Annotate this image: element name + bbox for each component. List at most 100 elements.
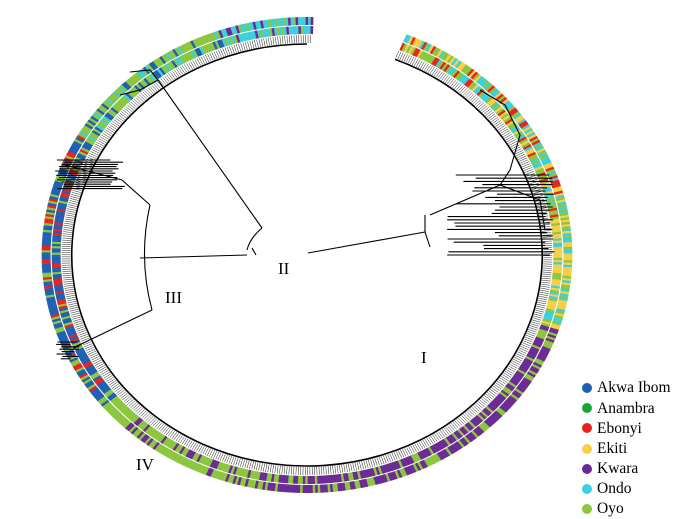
tip-tick bbox=[184, 64, 188, 71]
tip-tick bbox=[506, 136, 513, 140]
tip-tick bbox=[496, 383, 503, 388]
tip-tick bbox=[284, 466, 285, 474]
tip-tick bbox=[94, 146, 102, 150]
tip-tick bbox=[475, 404, 481, 410]
tip-tick bbox=[65, 289, 74, 290]
tip-tick bbox=[159, 424, 164, 430]
legend-label: Anambra bbox=[597, 401, 655, 417]
tip-tick bbox=[507, 138, 515, 142]
tip-tick bbox=[272, 465, 273, 473]
tip-tick bbox=[455, 421, 461, 427]
tip-tick bbox=[506, 369, 514, 373]
tip-tick bbox=[165, 76, 170, 83]
tip-tick bbox=[254, 40, 256, 48]
tip-tick bbox=[65, 221, 74, 222]
tip-tick bbox=[502, 374, 509, 379]
ring-segment bbox=[563, 247, 572, 250]
tip-tick bbox=[443, 75, 448, 82]
tip-tick bbox=[71, 313, 80, 315]
tip-tick bbox=[355, 463, 357, 471]
tip-tick bbox=[96, 363, 104, 367]
tip-tick bbox=[430, 67, 435, 74]
tip-tick bbox=[432, 435, 437, 442]
ring-segment bbox=[42, 259, 51, 262]
ring-segment bbox=[42, 261, 51, 264]
tip-tick bbox=[63, 279, 72, 280]
tip-tick bbox=[504, 373, 511, 377]
tip-tick bbox=[286, 466, 287, 474]
tip-tick bbox=[536, 308, 545, 310]
ring-segment bbox=[563, 254, 572, 256]
ring-segment bbox=[308, 26, 311, 34]
tip-tick bbox=[379, 457, 382, 465]
tip-tick bbox=[95, 362, 103, 366]
tip-tick bbox=[542, 230, 551, 231]
tip-tick bbox=[383, 456, 386, 464]
ring-segment bbox=[310, 485, 313, 493]
tip-tick bbox=[139, 95, 145, 101]
tip-tick bbox=[442, 429, 447, 436]
tip-tick bbox=[115, 387, 122, 392]
tip-tick bbox=[136, 98, 142, 104]
tip-tick bbox=[65, 291, 74, 292]
tip-tick bbox=[65, 217, 74, 218]
ring-segment bbox=[52, 255, 61, 257]
tip-tick bbox=[535, 312, 544, 314]
tip-tick bbox=[227, 47, 230, 55]
tip-tick bbox=[232, 46, 235, 54]
tip-tick bbox=[92, 150, 100, 154]
tip-tick bbox=[172, 71, 177, 78]
tree-branch bbox=[158, 80, 262, 228]
tip-tick bbox=[63, 234, 72, 235]
tip-tick bbox=[64, 223, 73, 224]
tip-tick bbox=[150, 86, 156, 92]
tip-tick bbox=[103, 133, 110, 137]
tip-tick bbox=[542, 276, 551, 277]
ring-segment bbox=[307, 485, 310, 493]
tip-tick bbox=[436, 70, 441, 77]
tip-tick bbox=[537, 304, 546, 306]
tip-tick bbox=[501, 129, 508, 134]
ring-segment bbox=[52, 261, 61, 264]
tip-tick bbox=[462, 415, 468, 421]
tip-tick bbox=[456, 419, 462, 425]
tip-tick bbox=[75, 325, 83, 328]
tip-tick bbox=[68, 301, 77, 303]
tip-tick bbox=[285, 36, 286, 44]
tip-tick bbox=[451, 423, 456, 429]
tip-tick bbox=[533, 318, 542, 320]
tip-tick bbox=[67, 209, 76, 211]
tip-tick bbox=[423, 440, 427, 447]
tip-tick bbox=[176, 434, 181, 441]
tip-tick bbox=[69, 200, 78, 202]
tip-tick bbox=[453, 422, 459, 428]
tip-tick bbox=[66, 293, 75, 294]
tree-branch bbox=[308, 232, 425, 253]
tip-tick bbox=[438, 72, 443, 79]
tip-tick bbox=[486, 394, 493, 399]
tip-tick bbox=[502, 131, 509, 136]
tree-branch bbox=[252, 248, 256, 255]
tip-tick bbox=[153, 84, 159, 90]
tip-tick bbox=[440, 73, 445, 80]
tip-tick bbox=[64, 283, 73, 284]
tip-tick bbox=[480, 400, 487, 405]
tip-tick bbox=[121, 111, 128, 116]
tip-tick bbox=[111, 123, 118, 128]
ring-segment bbox=[42, 255, 51, 257]
tip-tick bbox=[459, 87, 465, 93]
tip-tick bbox=[273, 37, 274, 45]
tip-tick bbox=[447, 426, 452, 432]
tip-tick bbox=[118, 390, 125, 395]
tip-tick bbox=[112, 384, 119, 389]
tip-tick bbox=[94, 360, 102, 364]
tip-tick bbox=[63, 232, 72, 233]
tree-branch bbox=[140, 255, 247, 258]
legend-swatch bbox=[582, 403, 592, 413]
ring-segment bbox=[307, 476, 310, 484]
tip-tick bbox=[263, 464, 265, 472]
tip-tick bbox=[66, 213, 75, 215]
tip-tick bbox=[460, 417, 466, 423]
tip-tick bbox=[238, 44, 240, 52]
tip-tick bbox=[242, 460, 244, 468]
